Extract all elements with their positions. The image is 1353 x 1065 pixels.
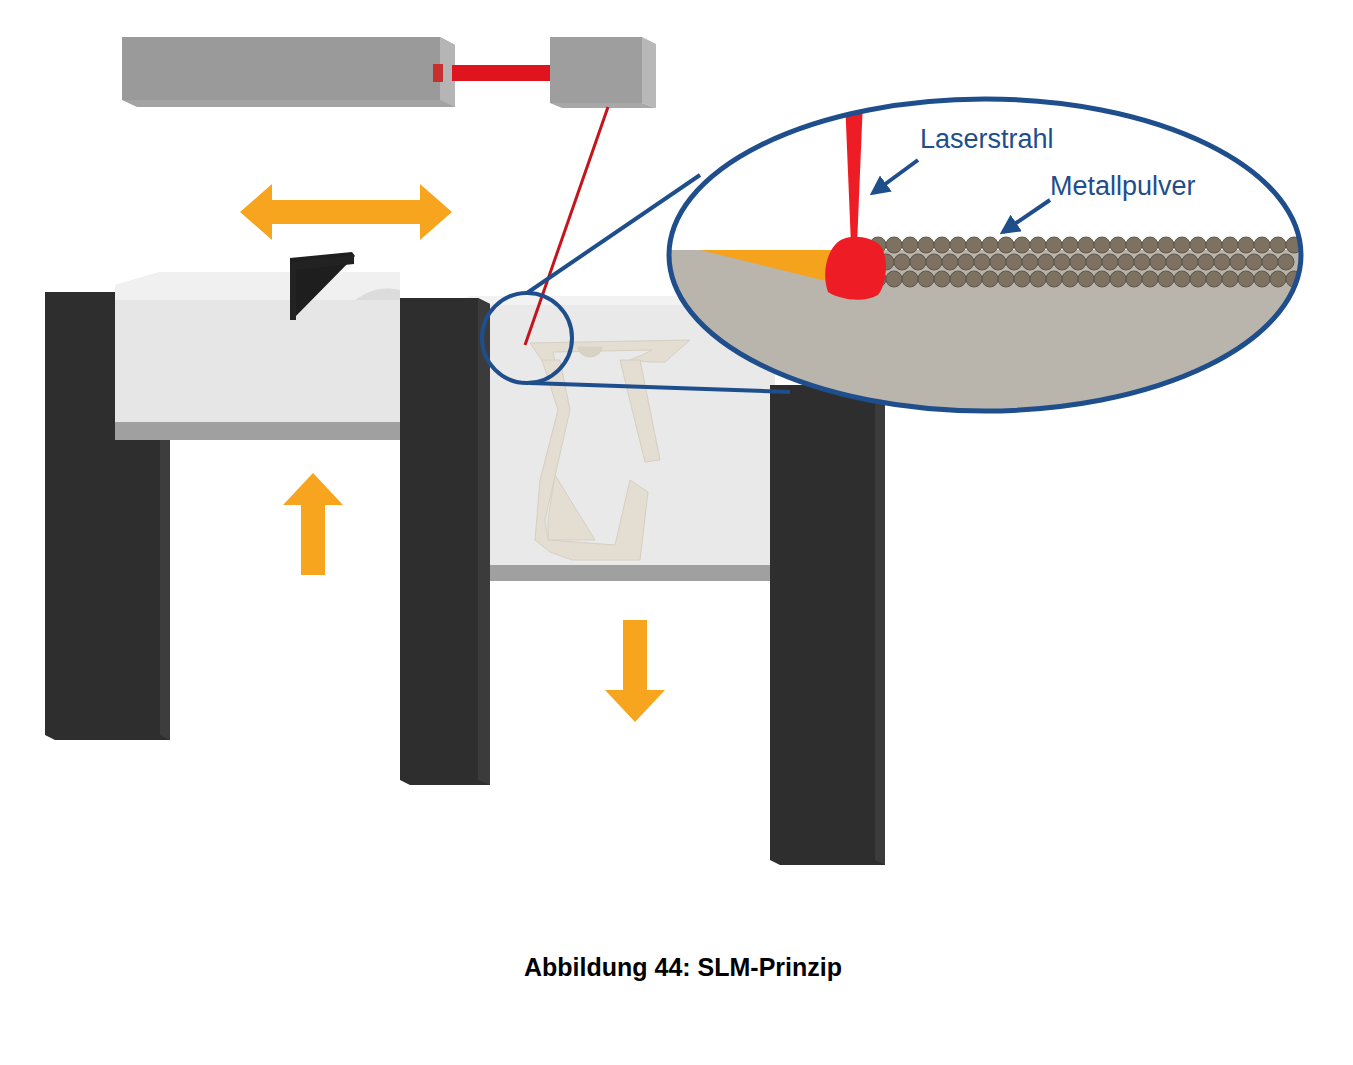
callout-label: Metallpulver [1050,172,1196,202]
zoom-marker [482,293,572,383]
zoom-detail [660,90,1320,420]
powder-supply [115,272,400,440]
laser-beam [452,65,552,81]
zoom-ellipse [669,99,1301,411]
motion-arrow [605,620,665,722]
scanner [550,37,656,108]
motion-arrow [283,473,343,575]
leader-arrow [1003,200,1050,232]
motion-arrow [240,184,452,240]
machine-frame [400,298,490,785]
zoom-line [530,383,790,392]
metal-powder [870,237,1302,287]
machine-frame [770,385,885,865]
recoater-blade [290,252,355,320]
figure-caption: Abbildung 44: SLM-Prinzip [524,952,842,982]
laser-source [122,37,455,107]
laser-beam [525,107,608,345]
callout-label: Laserstrahl [920,125,1054,155]
leader-arrow [873,160,918,193]
